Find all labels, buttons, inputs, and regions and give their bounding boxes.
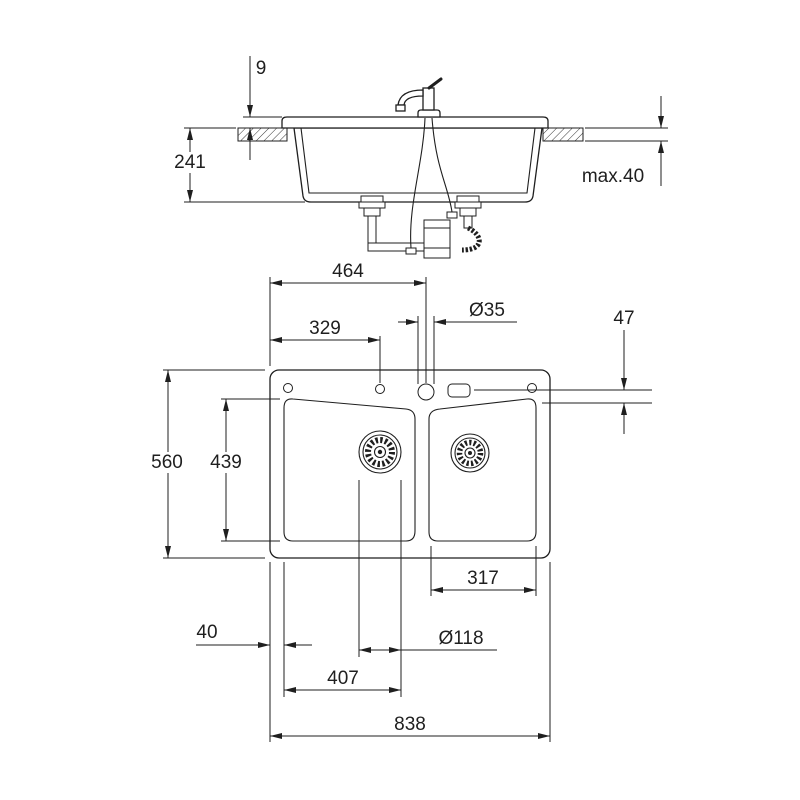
left-drain-strainer [358,430,402,474]
counter-section-right [542,127,584,142]
sink-side-view [237,77,584,259]
dim-overall-depth: 560 [145,369,265,559]
dim-faucet-offset: 47 [474,308,652,434]
plan-view-dimensions: 464 329 Ø35 47 560 [145,261,652,742]
supply-hose-left-end [405,247,417,255]
remote-control-hole [447,383,471,398]
dim-drain-diameter: Ø118 [358,480,497,697]
faucet-base [417,109,441,118]
faucet-lever [427,77,443,90]
aux-hole [375,384,385,394]
counter-section-left [237,127,288,142]
faucet [395,77,443,118]
dim-label-faucet-offset: 47 [613,308,634,329]
right-bowl [428,398,537,542]
supply-hose-left [410,117,426,249]
dim-label-install-depth: 241 [174,152,206,173]
tap-hole-knockout-left [283,383,293,393]
dim-label-rim-height: 9 [256,58,267,79]
dim-label-faucet-hole-diameter: Ø35 [469,300,505,321]
right-drain-nut [459,207,477,217]
dim-label-drain-diameter: Ø118 [438,628,483,649]
left-tailpipe [367,215,377,244]
faucet-spout-tip [395,104,406,112]
side-view-dimensions: 9 241 max.40 [168,56,668,203]
supply-hose-right [431,117,453,213]
right-tailpipe [463,215,473,229]
dim-counter-thickness: max.40 [582,96,668,187]
right-drain-flange [454,201,482,209]
faucet-hole [417,383,435,401]
dim-label-drain-position: 407 [327,668,359,689]
left-drain-flange [358,201,386,209]
left-bowl [283,398,416,542]
left-strainer-top [360,195,384,203]
dim-drain-position: 407 [284,668,401,693]
faucet-body [422,87,435,111]
right-strainer-top [456,195,480,203]
dim-label-faucet-center: 464 [332,261,364,282]
sink-plan-view [269,369,551,559]
dim-label-counter-thickness: max.40 [582,166,644,187]
dim-label-aux-hole: 329 [309,318,341,339]
faucet-spout [397,89,424,106]
waste-pipe [367,242,425,252]
dim-faucet-hole-diameter: Ø35 [398,300,517,384]
drain-plumbing [358,117,482,259]
plan-outline [269,369,551,559]
sink-basin-outline [293,127,543,203]
dim-label-inner-depth: 439 [210,452,242,473]
supply-hose-right-end [446,211,458,219]
dim-right-bowl: 317 [430,546,537,596]
dim-inner-depth: 439 [204,398,280,542]
sink-basin-inner-wall [300,127,536,194]
sink-rim [281,116,549,129]
overflow-hose [461,225,482,253]
right-drain-strainer [450,433,490,473]
dim-faucet-center: 464 [269,261,427,383]
tap-hole-knockout-right [527,383,537,393]
dim-label-side-margin: 40 [196,622,217,643]
dim-install-depth: 241 [168,127,305,203]
dim-overall-width: 838 [270,562,551,742]
dim-side-margin: 40 [196,562,312,742]
dim-rim-height: 9 [243,56,282,160]
left-drain-nut [363,207,381,217]
dim-label-right-bowl: 317 [467,568,499,589]
dim-label-overall-depth: 560 [151,452,183,473]
dim-label-overall-width: 838 [394,714,426,735]
trap-body [423,219,451,259]
dim-aux-hole: 329 [270,318,381,383]
